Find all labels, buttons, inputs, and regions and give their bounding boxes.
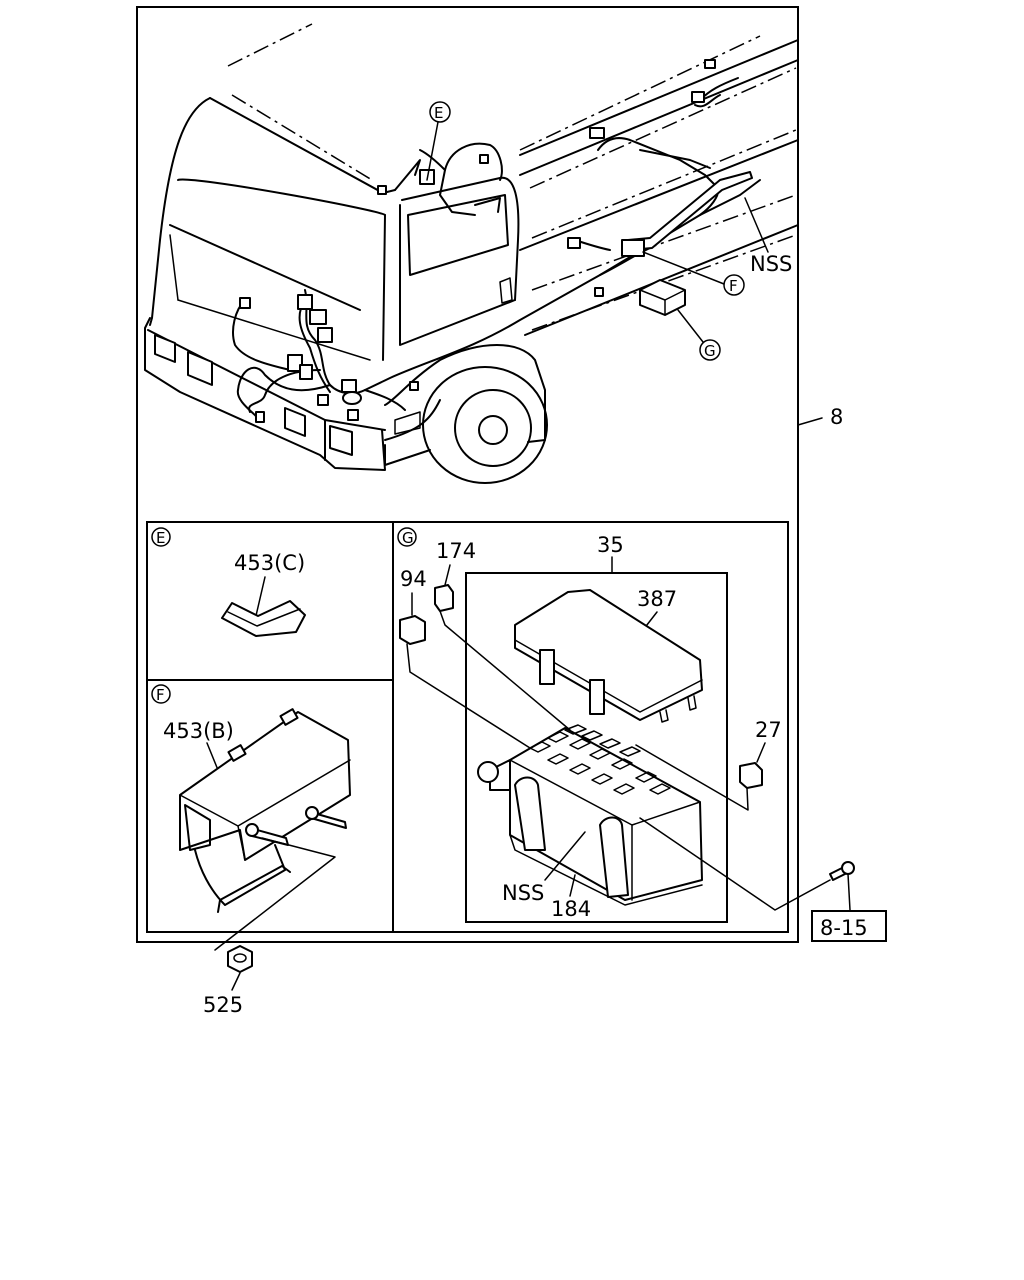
ref-8-15-label: 8-15 [820, 916, 868, 940]
inset-e-tag: E [156, 529, 165, 547]
truck-illustration [144, 23, 799, 484]
label-nss-box: NSS [502, 881, 544, 905]
callout-f-label: F [729, 277, 738, 295]
label-8: 8 [830, 405, 843, 429]
bolt-8-15 [829, 861, 855, 911]
inset-f: F 453(B) [151, 684, 351, 951]
ref-8-15-box [811, 910, 887, 942]
fuse-box-subframe [465, 572, 728, 923]
part-27-drawing [739, 762, 763, 789]
part-387-cover [514, 589, 703, 721]
callout-f: F [642, 251, 745, 296]
part-453c-drawing [221, 600, 306, 637]
inset-g-tag: G [402, 529, 414, 547]
label-453c: 453(C) [234, 551, 305, 575]
label-184: 184 [551, 897, 591, 921]
leader-8 [797, 417, 823, 426]
part-94-drawing [399, 615, 426, 645]
label-453b: 453(B) [163, 719, 234, 743]
callout-e-label: E [434, 104, 443, 122]
part-525: 525 [203, 945, 253, 1017]
label-174: 174 [436, 539, 476, 563]
inset-area-frame [146, 521, 789, 933]
label-nss-main: NSS [750, 252, 792, 276]
callout-g: G [677, 309, 721, 361]
callout-e: E [426, 101, 451, 181]
label-94: 94 [400, 567, 427, 591]
label-35: 35 [597, 533, 624, 557]
inset-f-tag: F [156, 686, 165, 704]
inset-g: G 35 174 94 387 [397, 527, 831, 923]
label-387: 387 [637, 587, 677, 611]
callout-g-label: G [704, 342, 716, 360]
outer-frame [136, 6, 799, 943]
inset-e: E 453(C) [151, 527, 306, 637]
leader-nss-main [744, 197, 769, 253]
label-525: 525 [203, 993, 243, 1017]
label-27: 27 [755, 718, 782, 742]
part-174-drawing [434, 584, 454, 612]
